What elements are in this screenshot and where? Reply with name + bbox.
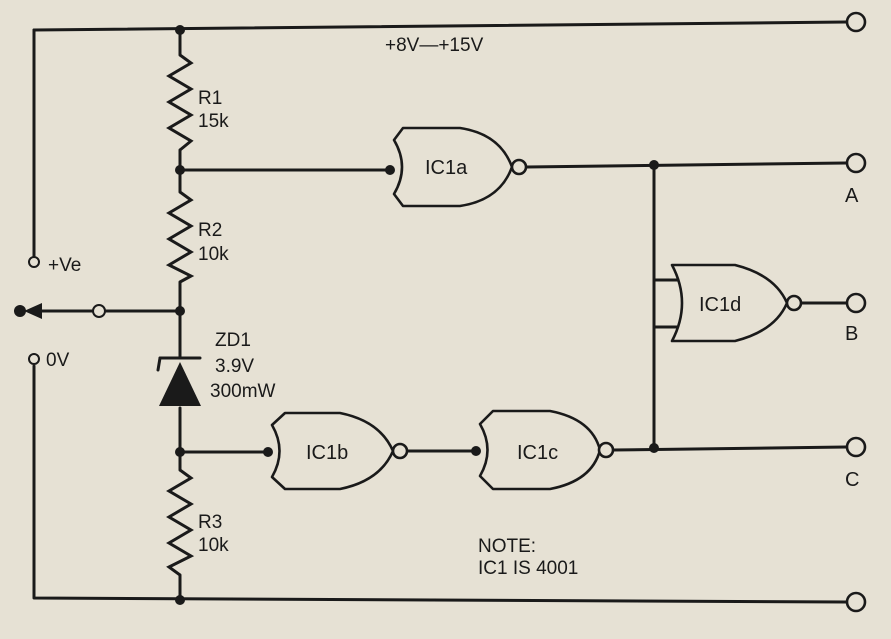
ic1d-label: IC1d xyxy=(699,294,741,316)
r1-value-label: 15k xyxy=(198,111,229,132)
positive-input-label: +Ve xyxy=(48,255,81,276)
ic1c-label: IC1c xyxy=(517,442,558,464)
r1-ref-label: R1 xyxy=(198,88,222,109)
ic1a-label: IC1a xyxy=(425,157,468,179)
output-a-label: A xyxy=(845,185,859,207)
nor-gate-ic1a: IC1a xyxy=(392,126,528,208)
junction-dot xyxy=(649,443,659,453)
output-c-terminal[interactable] xyxy=(845,436,867,458)
positive-input-terminal[interactable] xyxy=(28,256,40,268)
wires xyxy=(28,20,848,604)
junction-dot xyxy=(263,447,273,457)
r2-ref-label: R2 xyxy=(198,220,222,241)
zd1-voltage-label: 3.9V xyxy=(215,356,254,377)
note-text: IC1 IS 4001 xyxy=(478,558,578,579)
nor-gate-ic1b: IC1b xyxy=(270,411,409,491)
tap-terminal[interactable] xyxy=(92,304,106,318)
arrow-head-icon xyxy=(24,303,42,319)
arrow-dot-icon xyxy=(14,305,26,317)
junction-dot xyxy=(175,306,185,316)
ic1b-label: IC1b xyxy=(306,442,348,464)
zd1-ref-label: ZD1 xyxy=(215,330,251,351)
output-a-terminal[interactable] xyxy=(845,152,867,174)
junction-dot xyxy=(175,447,185,457)
junction-dots xyxy=(175,25,659,605)
r2-value-label: 10k xyxy=(198,244,229,265)
supply-range-label: +8V—+15V xyxy=(385,35,484,56)
junction-dot xyxy=(385,165,395,175)
junction-dot xyxy=(175,165,185,175)
supply-terminal[interactable] xyxy=(845,11,867,33)
r3-value-label: 10k xyxy=(198,535,229,556)
resistor-r3: R3 10k xyxy=(166,468,229,577)
note-heading: NOTE: xyxy=(478,536,536,557)
resistor-r2: R2 10k xyxy=(165,190,229,284)
output-b-terminal[interactable] xyxy=(845,292,867,314)
junction-dot xyxy=(649,160,659,170)
zd1-power-label: 300mW xyxy=(210,381,276,402)
nor-gate-ic1c: IC1c xyxy=(478,409,615,491)
ground-terminal[interactable] xyxy=(845,591,867,613)
nor-gate-ic1d: IC1d xyxy=(670,263,803,343)
junction-dot xyxy=(175,595,185,605)
r3-ref-label: R3 xyxy=(198,512,222,533)
zero-volt-terminal[interactable] xyxy=(28,353,40,365)
resistor-r1: R1 15k xyxy=(166,53,229,152)
output-c-label: C xyxy=(845,469,859,491)
junction-dot xyxy=(175,25,185,35)
output-terminals: A B C xyxy=(845,11,867,613)
junction-dot xyxy=(471,446,481,456)
zero-volt-label: 0V xyxy=(46,350,70,371)
output-b-label: B xyxy=(845,323,858,345)
zener-diode-zd1: ZD1 3.9V 300mW xyxy=(156,330,276,406)
input-terminals: +Ve 0V xyxy=(14,255,106,371)
note-block: NOTE: IC1 IS 4001 xyxy=(478,536,578,579)
